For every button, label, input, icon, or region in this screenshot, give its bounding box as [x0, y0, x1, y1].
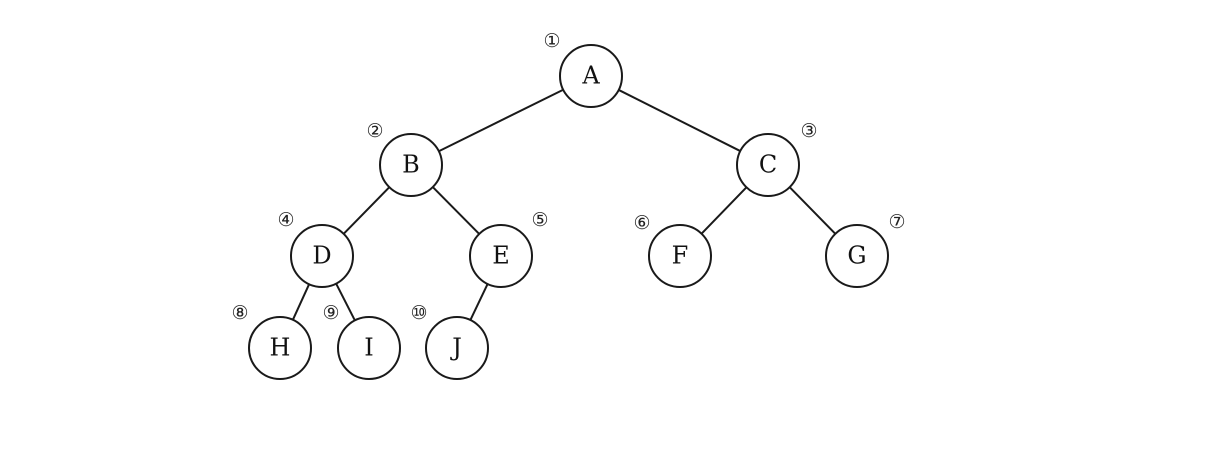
node-h: H: [248, 316, 312, 380]
node-circle: [825, 224, 889, 288]
edges-layer: [291, 88, 837, 321]
node-j: J: [425, 316, 489, 380]
node-index-a: ①: [543, 30, 560, 52]
nodes-layer: A B C D E F G H I J: [248, 44, 889, 380]
node-label: A: [581, 62, 600, 90]
node-label: E: [492, 242, 510, 270]
node-label: G: [847, 242, 866, 270]
node-index-c: ③: [800, 120, 817, 142]
node-label: I: [364, 334, 373, 362]
node-circle: [425, 316, 489, 380]
node-d: D: [290, 224, 354, 288]
edge-a-c: [618, 89, 741, 152]
node-a: A: [559, 44, 623, 108]
node-index-b: ②: [366, 120, 383, 142]
node-label: D: [312, 242, 331, 270]
node-circle: [290, 224, 354, 288]
node-i: I: [337, 316, 401, 380]
node-index-j: ⑩: [410, 302, 427, 324]
node-c: C: [736, 133, 800, 197]
node-index-f: ⑥: [633, 212, 650, 234]
node-f: F: [648, 224, 712, 288]
node-label: C: [759, 151, 777, 179]
edge-d-h: [291, 283, 311, 321]
edge-b-e: [432, 186, 480, 235]
node-index-d: ④: [277, 209, 294, 231]
node-circle: [648, 224, 712, 288]
node-b: B: [379, 133, 443, 197]
node-index-i: ⑨: [322, 302, 339, 324]
node-index-e: ⑤: [531, 209, 548, 231]
node-circle: [469, 224, 533, 288]
node-index-g: ⑦: [888, 211, 905, 233]
node-circle: [559, 44, 623, 108]
index-labels-layer: ① ② ③ ④ ⑤ ⑥ ⑦ ⑧ ⑨ ⑩: [231, 30, 905, 324]
node-label: B: [402, 151, 420, 179]
node-label: H: [270, 334, 291, 362]
node-circle: [337, 316, 401, 380]
edge-e-j: [469, 283, 489, 321]
node-e: E: [469, 224, 533, 288]
node-circle: [736, 133, 800, 197]
node-label: J: [449, 334, 462, 362]
edge-c-g: [788, 186, 837, 235]
edge-a-b: [438, 88, 564, 153]
node-circle: [379, 133, 443, 197]
edge-d-i: [335, 283, 356, 321]
node-circle: [248, 316, 312, 380]
node-index-h: ⑧: [231, 302, 248, 324]
edge-c-f: [700, 186, 748, 235]
edge-b-d: [342, 186, 391, 235]
node-g: G: [825, 224, 889, 288]
node-label: F: [672, 242, 689, 270]
